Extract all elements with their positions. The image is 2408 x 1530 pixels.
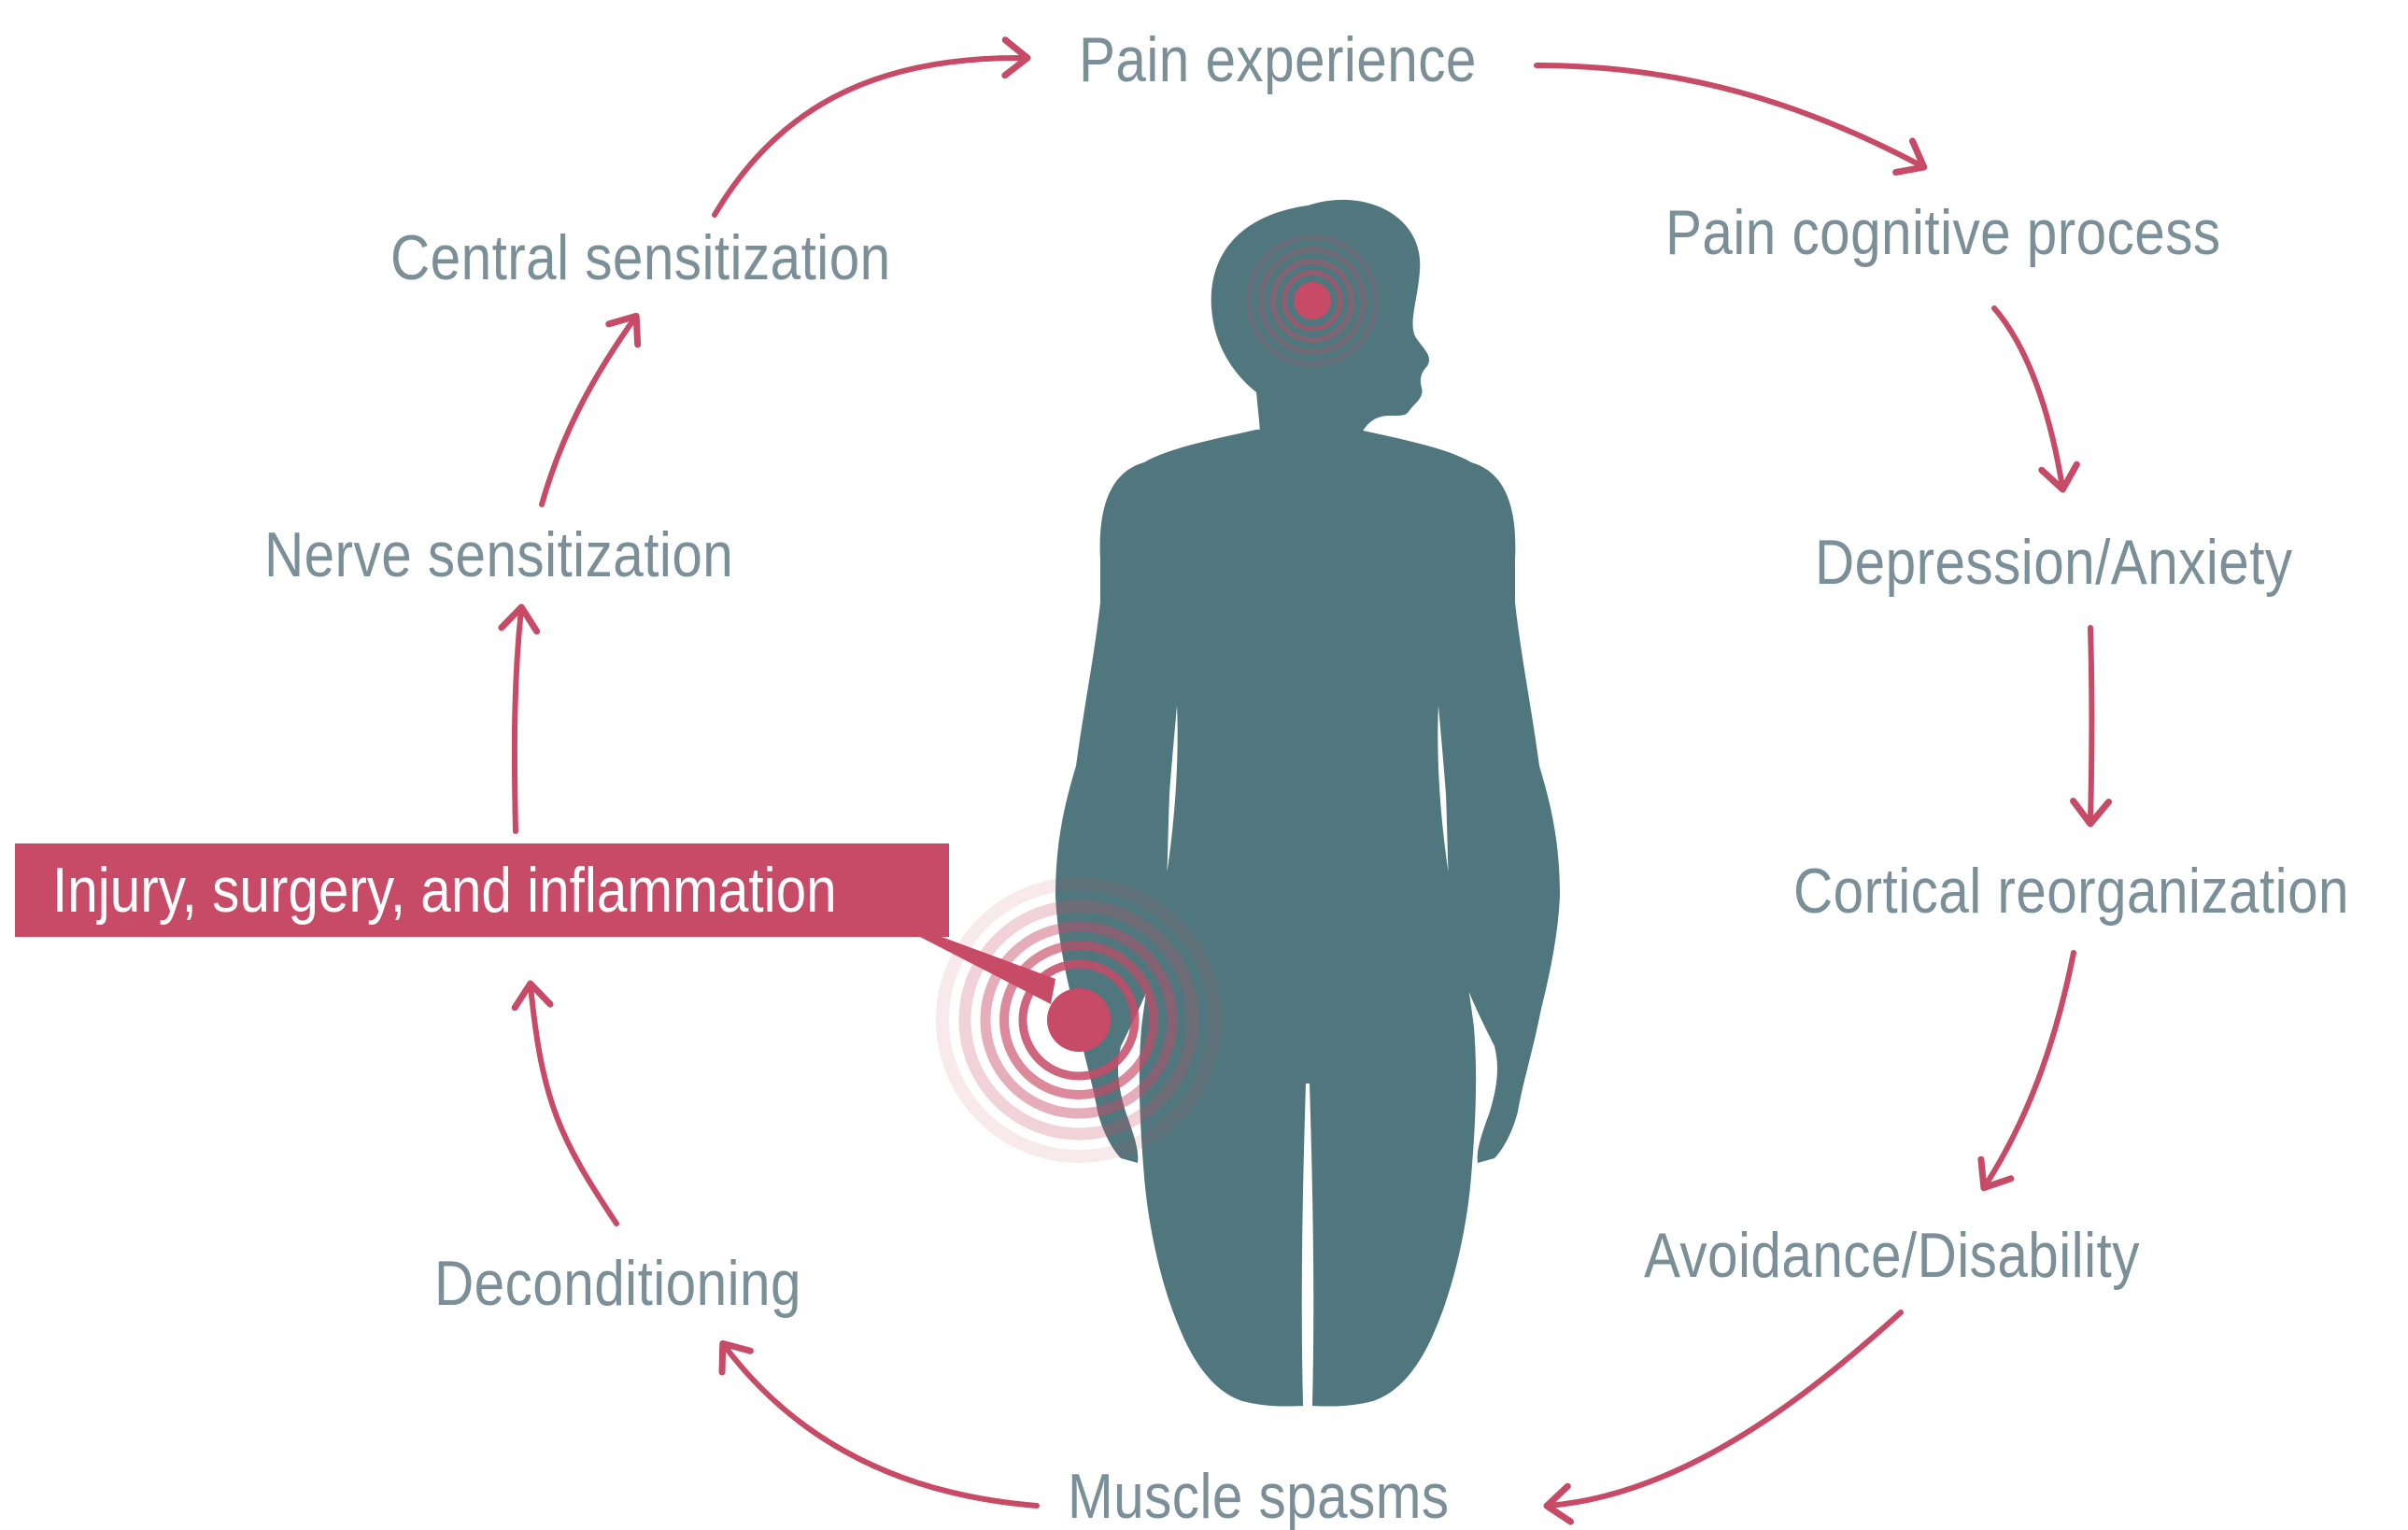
head-pain-target-icon <box>1246 234 1379 367</box>
node-nerve-sensitization: Nerve sensitization <box>264 519 734 590</box>
arrow-nerve-to-central <box>539 312 642 507</box>
head-shape <box>1211 199 1430 439</box>
node-injury-highlight-box: Injury, surgery, and inflammation <box>15 843 949 937</box>
arrow-central-to-pain-experience <box>712 36 1031 218</box>
arrow-avoidance-to-muscle <box>1543 1310 1904 1525</box>
arrow-muscle-to-deconditioning <box>718 1339 1040 1509</box>
arrow-pain-experience-to-cognitive <box>1534 63 1928 176</box>
head-pain-dot <box>1294 282 1331 319</box>
node-pain-experience: Pain experience <box>1079 24 1477 95</box>
hand-pain-dot <box>1047 988 1111 1052</box>
node-injury-surgery-inflammation: Injury, surgery, and inflammation <box>52 855 837 926</box>
node-depression-anxiety: Depression/Anxiety <box>1815 527 2293 598</box>
node-central-sensitization: Central sensitization <box>390 222 891 293</box>
torso-shape <box>1055 430 1560 1407</box>
node-pain-cognitive-process: Pain cognitive process <box>1665 197 2221 268</box>
arrow-cognitive-to-depression <box>1991 305 2080 493</box>
arrow-deconditioning-to-injury <box>511 980 619 1226</box>
human-body-silhouette-icon <box>1055 199 1560 1407</box>
node-avoidance-disability: Avoidance/Disability <box>1644 1220 2140 1291</box>
neck-shape <box>1256 378 1359 446</box>
arrow-cortical-to-avoidance <box>1977 950 2076 1192</box>
node-muscle-spasms: Muscle spasms <box>1068 1461 1450 1530</box>
hand-pain-target-icon <box>936 877 1222 1163</box>
arrow-depression-to-cortical <box>2070 625 2113 828</box>
arrow-injury-to-nerve <box>498 603 541 834</box>
leg-gap <box>1301 1084 1314 1406</box>
node-cortical-reorganization: Cortical reorganization <box>1793 856 2349 927</box>
injury-pointer <box>920 934 1055 1004</box>
node-deconditioning: Deconditioning <box>434 1248 801 1319</box>
